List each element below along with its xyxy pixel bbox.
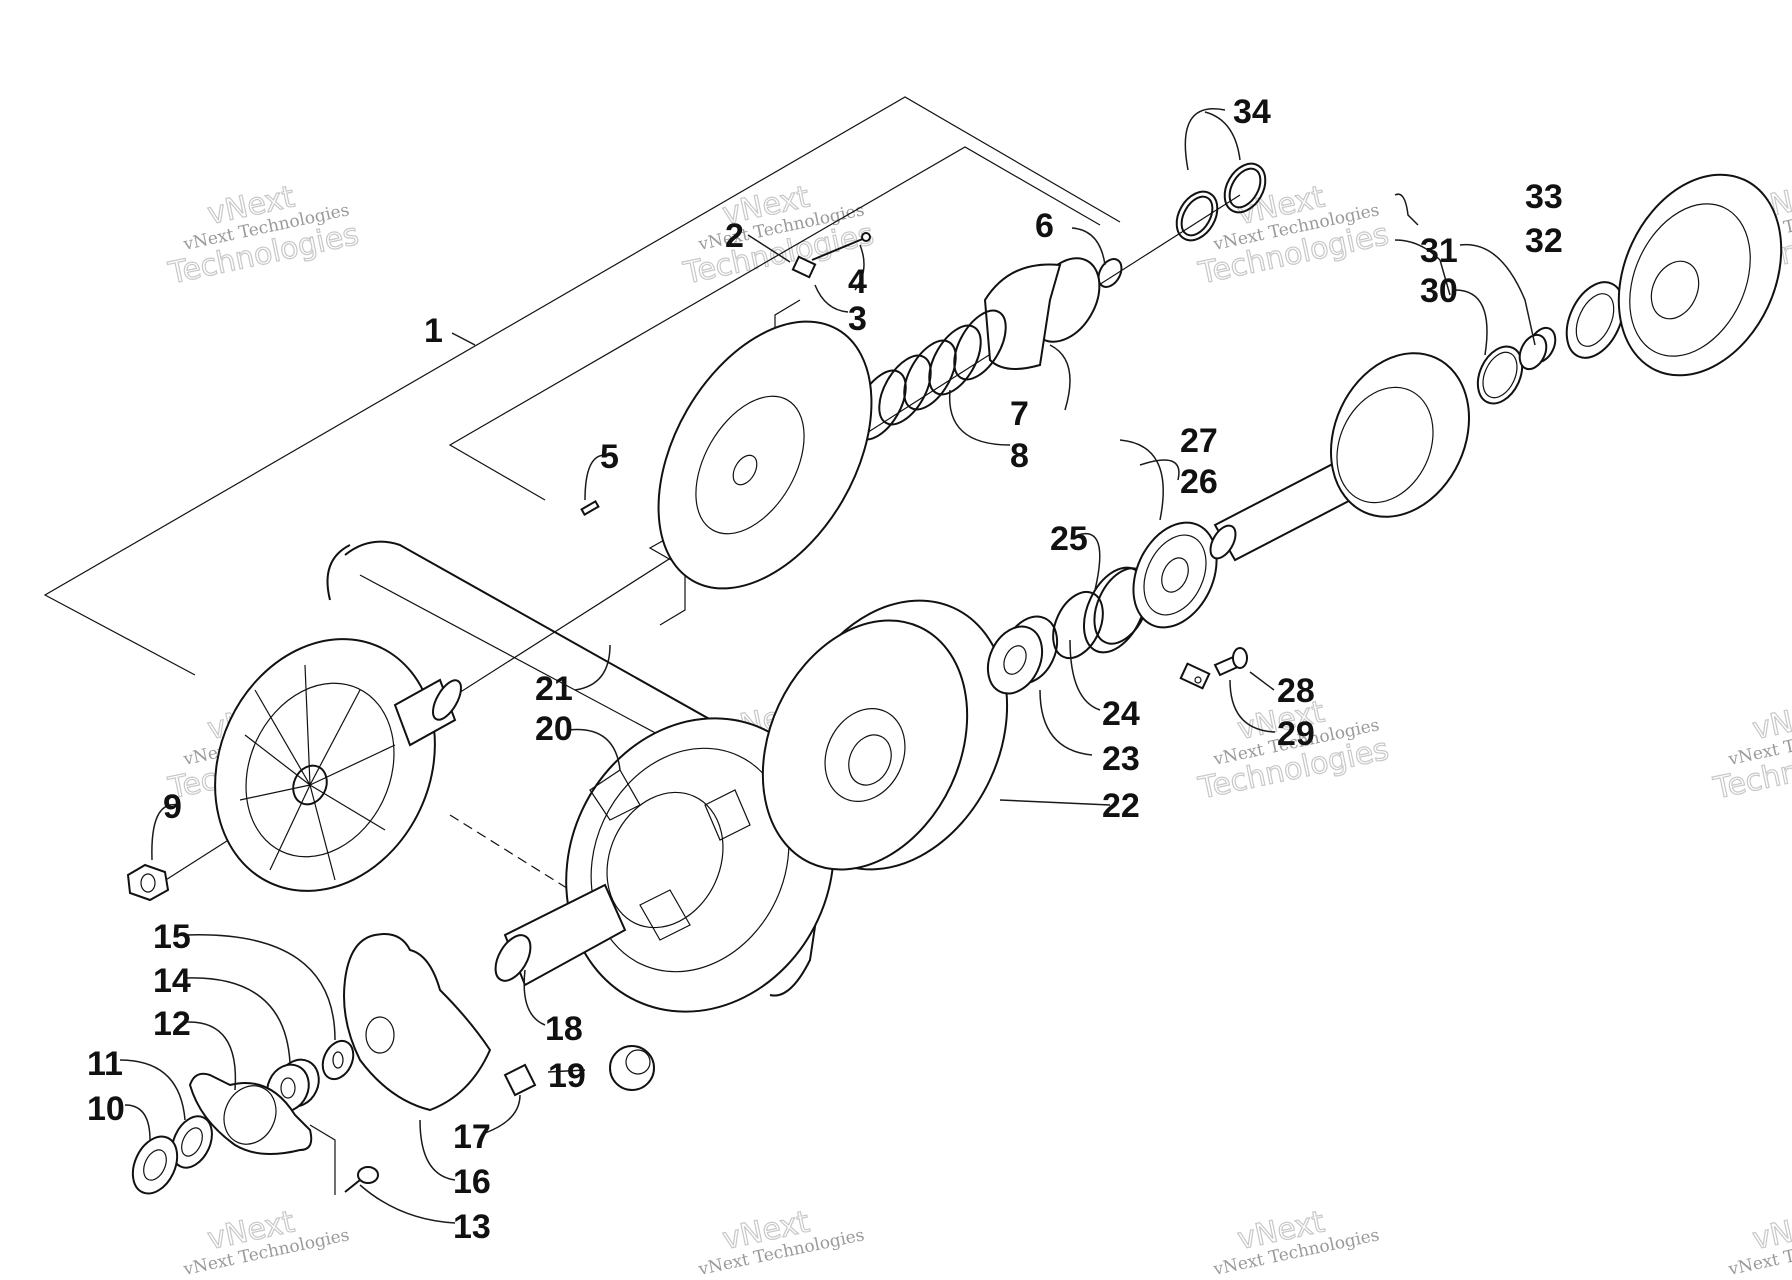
callout-24: 24 [1102,695,1140,733]
callout-7: 7 [1010,395,1029,433]
callout-29: 29 [1277,715,1315,753]
callout-labels: 1 2 3 4 5 6 7 8 9 10 11 12 13 14 15 16 1… [87,93,1563,1246]
callout-27: 27 [1180,422,1218,460]
bushing [1518,326,1557,371]
callout-17: 17 [453,1118,491,1156]
seal-pair [131,1115,213,1195]
callout-23: 23 [1102,740,1140,778]
callout-11: 11 [87,1045,123,1083]
callout-3: 3 [848,300,867,338]
watermark: vNext vNext Technologies Technologies [1709,694,1792,807]
pin [580,500,600,516]
watermark: vNext vNext Technologies [696,1204,866,1280]
driven-shaft [494,883,627,987]
watermark: vNext vNext Technologies Technologies [164,179,362,292]
bolt [309,1124,379,1195]
retaining-ring [1476,345,1524,405]
watermark: vNext vNext Technologies Technologies [1194,179,1392,292]
sheave-hub-shaft [393,678,462,747]
watermark: vNext vNext Technologies [1211,1204,1381,1280]
spacer-bushing [986,615,1059,695]
callout-30: 30 [1420,272,1458,310]
callout-15: 15 [153,918,191,956]
callout-31: 31 [1420,232,1458,270]
callout-4: 4 [848,263,867,301]
callout-28: 28 [1277,672,1315,710]
callout-22: 22 [1102,787,1140,825]
callout-21: 21 [535,670,573,708]
callout-19: 19 [548,1057,586,1095]
callout-34: 34 [1233,93,1271,131]
cam-plate [343,933,492,1112]
callout-6: 6 [1035,207,1054,245]
fixed-sheave [214,638,436,892]
moveable-sheave [657,320,873,590]
callout-10: 10 [87,1090,125,1128]
callout-1: 1 [424,312,443,350]
roller-bearing [1565,281,1625,359]
output-shaft [1209,352,1470,562]
callout-32: 32 [1525,222,1563,260]
gasket-plate [188,1072,313,1155]
callout-8: 8 [1010,437,1029,475]
callout-12: 12 [153,1005,191,1043]
callout-2: 2 [725,217,744,255]
hex-nut [126,863,170,902]
callout-25: 25 [1050,520,1088,558]
callout-14: 14 [153,962,191,1000]
snap-ring [1097,258,1123,288]
clip [503,1063,537,1097]
callout-26: 26 [1180,463,1218,501]
ball-bearing [1132,521,1218,629]
o-ring-pair [1175,162,1267,242]
leader-lines [119,108,1536,1224]
callout-13: 13 [453,1208,491,1246]
callout-5: 5 [600,438,619,476]
watermark: vNext vNext Technologies [1726,1204,1792,1280]
callout-33: 33 [1525,178,1563,216]
bolt-and-plate [1179,647,1248,690]
roller [609,1045,655,1091]
callout-20: 20 [535,710,573,748]
watermark: vNext vNext Technologies [181,1204,351,1280]
callout-9: 9 [163,788,182,826]
callout-16: 16 [453,1163,491,1201]
drive-cam [983,257,1101,370]
watermark: vNext vNext Technologies Technologies [679,179,877,292]
callout-18: 18 [545,1010,583,1048]
small-hardware [791,232,871,279]
fan-sheave [761,599,1009,871]
clutch-housing [1617,173,1783,377]
